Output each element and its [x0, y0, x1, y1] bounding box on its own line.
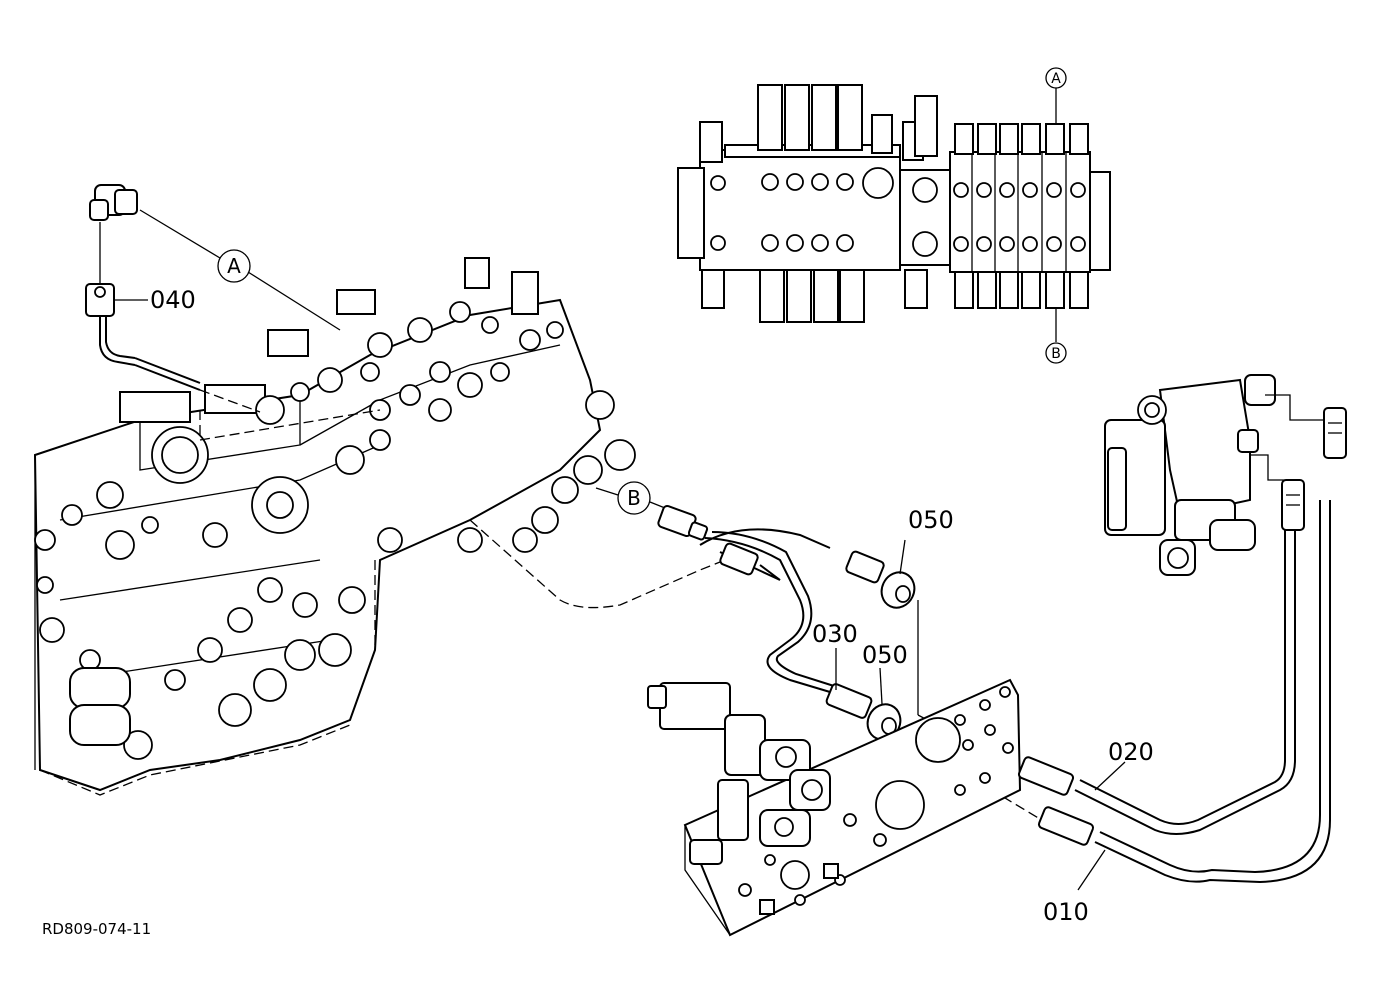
- hose-010: [1094, 500, 1331, 884]
- pipe-040: [99, 316, 136, 366]
- fitting-b: [657, 504, 709, 541]
- hose-a-segment: [134, 364, 201, 391]
- hose-050-upper-hidden: [469, 519, 726, 609]
- pilot-valve: [1104, 374, 1340, 576]
- callout-b-text: B: [627, 486, 641, 510]
- callout-a: A: [217, 249, 251, 283]
- callout-b-detail-text: B: [1051, 346, 1061, 362]
- leader-010: [1077, 849, 1106, 891]
- hose-end-030: [825, 683, 873, 719]
- pilot-hose-fittings: [1281, 407, 1347, 531]
- hose-050-upper: [699, 528, 831, 549]
- mounting-bracket: [683, 678, 1022, 937]
- callout-b-detail: B: [1045, 342, 1067, 364]
- leader-050-upper: [899, 539, 906, 575]
- part-label-030: 030: [812, 620, 858, 648]
- part-label-050-upper: 050: [908, 506, 954, 534]
- hose-020: [1074, 530, 1296, 835]
- control-valve-isometric: [33, 257, 636, 796]
- callout-a-detail-text: A: [1051, 71, 1061, 87]
- leader-b-left: [595, 487, 619, 496]
- leader-050-lower: [879, 667, 883, 705]
- nut-050-lower: [866, 703, 902, 741]
- hose-a-hidden: [199, 389, 261, 413]
- hose-030: [704, 537, 831, 693]
- leader-a-right: [247, 271, 341, 331]
- part-label-040: 040: [150, 286, 196, 314]
- part-label-010: 010: [1043, 898, 1089, 926]
- hose-end-upper: [719, 542, 885, 584]
- solenoid-valve: [647, 682, 831, 847]
- callout-a-text: A: [227, 254, 241, 278]
- hose-020-inner: [1079, 530, 1286, 825]
- pipe-040-inner: [105, 316, 136, 359]
- hose-end-010: [1037, 806, 1095, 846]
- part-label-020: 020: [1108, 738, 1154, 766]
- hose-010-inner: [1099, 500, 1321, 874]
- hose-a-segment-2: [134, 357, 201, 384]
- leader-020: [1094, 761, 1126, 791]
- hose-030-inner: [711, 531, 835, 687]
- part-label-050-lower: 050: [862, 641, 908, 669]
- hose-end-020: [1017, 756, 1075, 796]
- nut-050-upper: [880, 571, 916, 609]
- callout-b: B: [617, 481, 651, 515]
- callout-a-detail: A: [1045, 67, 1067, 89]
- adapter-040: [85, 283, 115, 317]
- leader-a-left: [139, 209, 221, 259]
- drawing-number: RD809-074-11: [42, 920, 151, 938]
- elbow-fitting: [89, 184, 138, 221]
- control-valve-top-view: [677, 84, 1111, 342]
